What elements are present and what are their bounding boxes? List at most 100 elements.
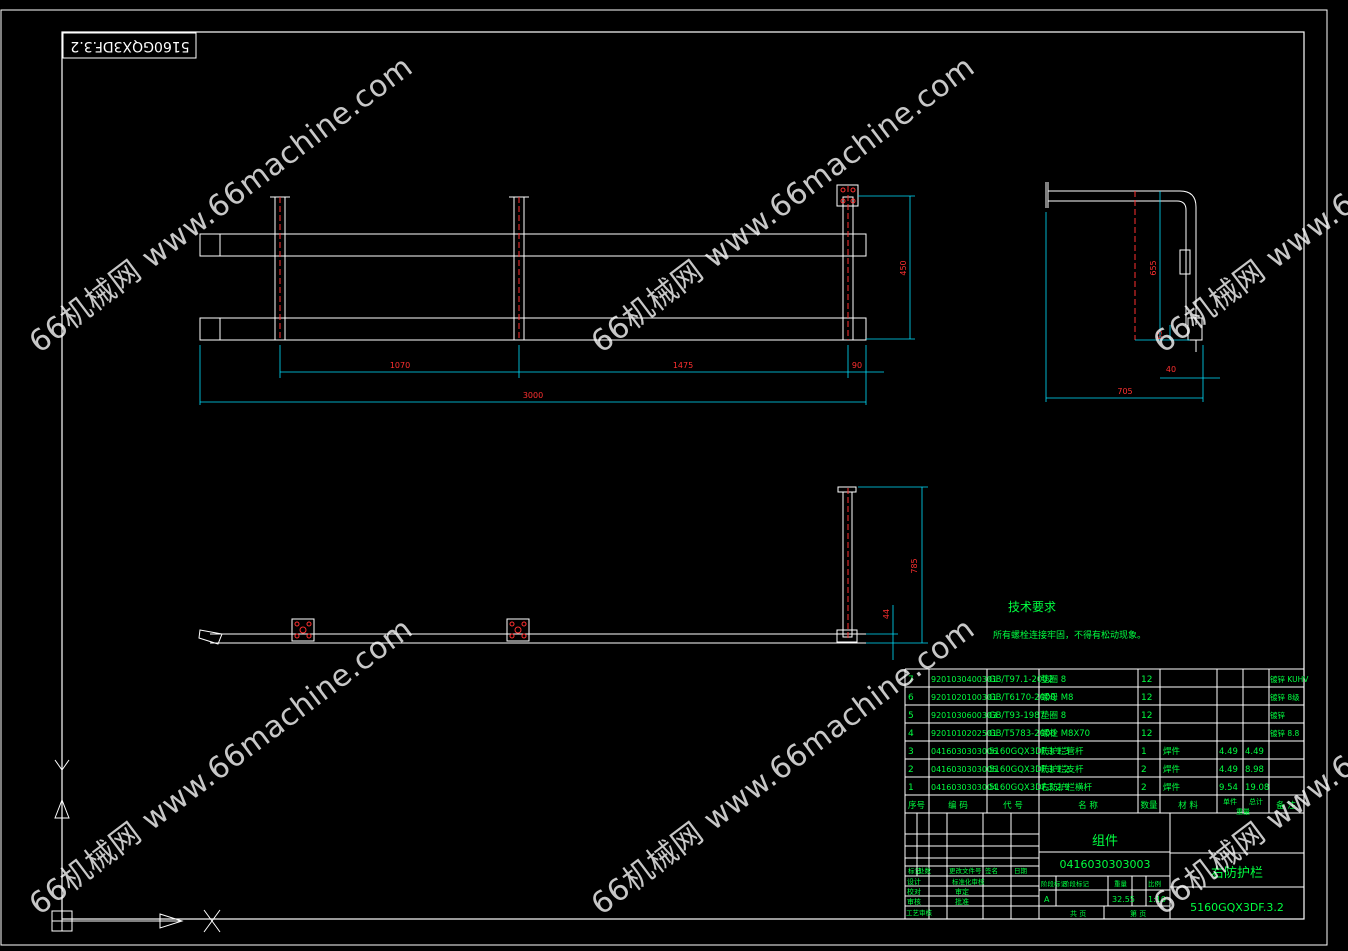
front-dimensions xyxy=(199,195,915,405)
bom-row-no: 4 xyxy=(908,729,914,739)
clamp-plate-left xyxy=(291,618,315,642)
bom-row-weight-single: 4.49 xyxy=(1219,747,1238,757)
bom-header-single: 单件 xyxy=(1223,797,1237,806)
title-block: 标记处数更改文件号签名日期设计校对审核工艺审核标准化审核审定批准组件041603… xyxy=(904,812,1305,920)
part-name: 右防护栏 xyxy=(1211,865,1263,881)
tech-requirements-title: 技术要求 xyxy=(1008,600,1056,614)
label-weight: 重量 xyxy=(1114,880,1128,888)
bom-row-no: 1 xyxy=(908,783,914,793)
bom-row-material: 焊件 xyxy=(1163,764,1181,775)
label-date: 日期 xyxy=(1014,867,1028,875)
assembly-code: 0416030303003 xyxy=(1060,858,1151,871)
bom-row-qty: 2 xyxy=(1141,765,1147,775)
ucs-icon xyxy=(51,759,221,933)
dim-785: 785 xyxy=(910,558,919,573)
bom-row-code: 9201020100301 xyxy=(931,693,997,702)
bom-row-code: 0416030303004 xyxy=(931,783,997,792)
bom-row-note: 镀锌 KUHV xyxy=(1270,674,1309,684)
bom-row-note: 镀锌 8级 xyxy=(1270,692,1300,702)
outer-border xyxy=(0,9,1328,946)
label-check: 校对 xyxy=(907,887,921,896)
svg-text:5160GQX3DF.3.2: 5160GQX3DF.3.2 xyxy=(70,38,189,54)
bom-row-name: 右防护栏横杆 xyxy=(1041,782,1093,793)
bom-row-name: 垫圈 8 xyxy=(1041,710,1066,721)
scale-value: 1:10 xyxy=(1148,895,1166,904)
label-std-check: 标准化审核 xyxy=(952,877,985,886)
label-ratify: 批准 xyxy=(955,897,969,906)
dim-40: 40 xyxy=(1166,365,1176,374)
bom-header-weight: 重量 xyxy=(1236,808,1250,816)
bom-row-weight-single: 9.54 xyxy=(1219,783,1238,793)
bom-row-qty: 1 xyxy=(1141,747,1147,757)
dim-450: 450 xyxy=(899,260,908,275)
dim-655: 655 xyxy=(1149,260,1158,275)
bom-row-note: 镀锌 8.8 xyxy=(1270,728,1300,738)
dim-65: 65 xyxy=(1156,331,1164,340)
bom-header-total: 总计 xyxy=(1249,797,1263,806)
mirrored-drawing-number-stamp: 5160GQX3DF.3.2 xyxy=(62,32,197,59)
bom-row-note: 镀锌 xyxy=(1270,710,1286,720)
label-stage-2: 阶段标记 xyxy=(1063,879,1090,888)
bom-row-qty: 12 xyxy=(1141,675,1152,685)
bom-row-no: 2 xyxy=(908,765,914,775)
bom-row-std: GB/T97.1-2002 xyxy=(989,675,1053,685)
assembly-type: 组件 xyxy=(1092,834,1118,849)
bom-header-no: 序号 xyxy=(908,800,925,811)
bom-row-weight-single: 4.49 xyxy=(1219,765,1238,775)
label-scale: 比例 xyxy=(1148,879,1161,888)
post-middle xyxy=(509,196,529,341)
dim-1070: 1070 xyxy=(390,361,410,370)
bom-header-name: 名 称 xyxy=(1078,800,1098,811)
bom-header-qty: 数量 xyxy=(1140,800,1158,811)
bom-header-note: 备 注 xyxy=(1276,800,1296,811)
label-count: 处数 xyxy=(918,866,932,875)
post-right xyxy=(836,184,859,341)
clamp-plate-middle xyxy=(506,618,530,642)
bom-row-code: 0416030303006 xyxy=(931,747,997,756)
drawing-number: 5160GQX3DF.3.2 xyxy=(1190,901,1284,914)
bom-row-std: GB/T93-1987 xyxy=(989,711,1045,721)
dim-3000: 3000 xyxy=(523,391,543,400)
bom-row-qty: 12 xyxy=(1141,729,1152,739)
clamp-plate-right xyxy=(836,629,858,643)
bom-row-std: GB/T6170-2000 xyxy=(989,693,1056,703)
bom-row-no: 6 xyxy=(908,693,914,703)
top-dimensions xyxy=(858,486,928,660)
label-approve: 审定 xyxy=(955,887,969,896)
weight-value: 32.55 xyxy=(1112,895,1135,904)
bom-row-std: 5160GQX3DF.3.1.3 xyxy=(989,747,1070,757)
bom-row-std: 5160GQX3DF.3.2.1 xyxy=(989,783,1070,793)
label-stage: 阶段标记 xyxy=(1041,879,1068,888)
bom-row-qty: 12 xyxy=(1141,711,1152,721)
bom-row-weight-total: 4.49 xyxy=(1245,747,1264,757)
post-left xyxy=(270,196,290,341)
bom-header-std: 代 号 xyxy=(1003,800,1023,811)
label-zone: 更改文件号 xyxy=(949,866,982,875)
bom-row-code: 9201010202501 xyxy=(931,729,997,738)
bom-row-name: 防护栏支杆 xyxy=(1041,764,1084,775)
dim-705: 705 xyxy=(1117,387,1132,396)
bom-row-std: GB/T5783-2000 xyxy=(989,729,1056,739)
side-view xyxy=(1045,182,1203,352)
label-review: 审核 xyxy=(907,897,921,906)
bom-row-no: 3 xyxy=(908,747,914,757)
bom-row-no: 5 xyxy=(908,711,914,721)
side-dimensions xyxy=(1045,191,1220,402)
bom-row-code: 9201030600303 xyxy=(931,711,997,720)
bom-row-code: 9201030400301 xyxy=(931,675,997,684)
bom-row-qty: 2 xyxy=(1141,783,1147,793)
bom-header-material: 材 料 xyxy=(1178,800,1198,811)
dim-44: 44 xyxy=(882,609,891,619)
sheet-no: 第 页 xyxy=(1130,909,1146,918)
bom-row-name: 防护栏管杆 xyxy=(1041,746,1084,757)
bom-row-qty: 12 xyxy=(1141,693,1152,703)
bom-row-std: 5160GQX3DF.3.1.2 xyxy=(989,765,1070,775)
dim-90: 90 xyxy=(852,361,862,370)
bom-row-material: 焊件 xyxy=(1163,782,1181,793)
bom-row-code: 0416030303005 xyxy=(931,765,997,774)
inner-border xyxy=(61,31,1305,920)
label-mark: 标记 xyxy=(908,866,922,875)
bom-row-name: 垫圈 8 xyxy=(1041,674,1066,685)
